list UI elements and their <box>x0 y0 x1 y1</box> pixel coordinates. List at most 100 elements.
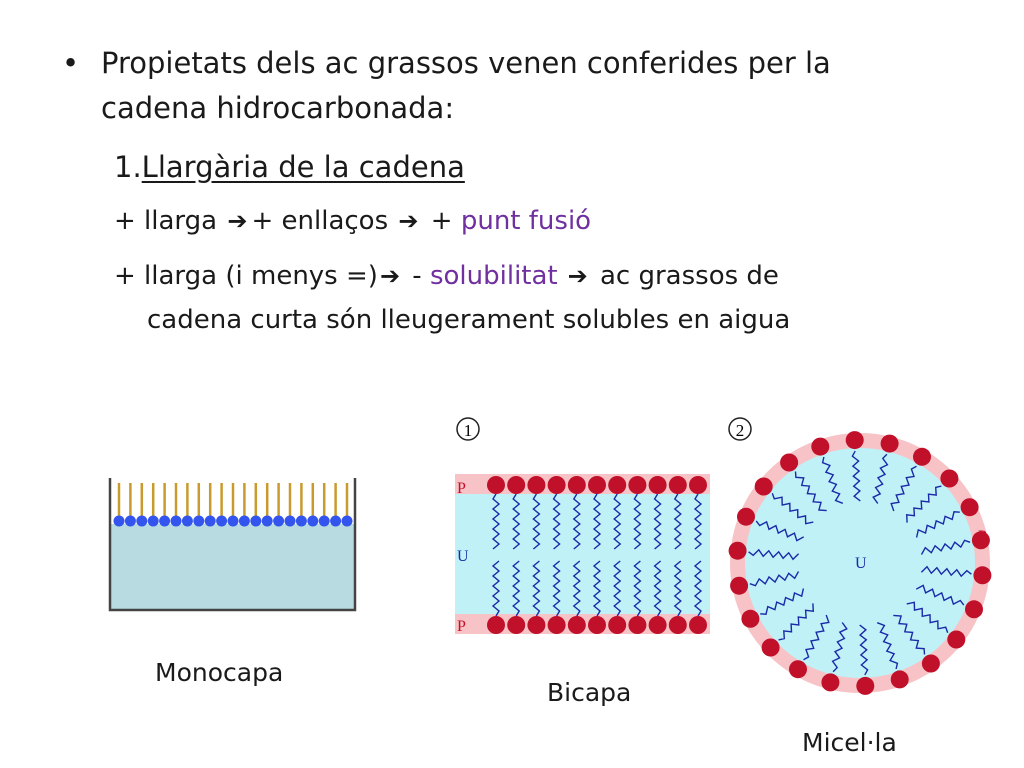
monolayer-head <box>295 515 307 527</box>
monolayer-head <box>193 515 205 527</box>
micelle-tail <box>803 614 830 661</box>
monolayer-head <box>216 515 228 527</box>
bicapa-number-circle <box>456 417 480 441</box>
bilayer-head <box>567 616 586 634</box>
micelle-head <box>913 447 931 466</box>
micella-number: 2 <box>736 421 745 440</box>
monolayer-head <box>204 515 216 527</box>
bilayer-tail <box>512 560 521 617</box>
monolayer-head <box>147 515 159 527</box>
bicapa-number: 1 <box>464 421 473 440</box>
bilayer-tail <box>532 560 541 617</box>
bullet-text-line1: Propietats dels ac grassos venen conferi… <box>101 46 831 80</box>
monolayer-head <box>261 515 273 527</box>
micelle-heads <box>728 431 992 695</box>
bilayer-head <box>628 616 647 634</box>
micelle-head <box>811 437 830 456</box>
bilayer-tail <box>653 493 662 550</box>
solubility-line: + llarga (i menys =)➔ - solubilitat➔ ac … <box>114 261 779 291</box>
bilayer-head <box>648 476 667 494</box>
arrow-right-icon: ➔ <box>227 207 248 235</box>
micelle-head <box>845 431 864 450</box>
bilayer-tail <box>512 493 521 550</box>
micelle-head <box>921 654 940 673</box>
bilayer-head <box>527 476 546 494</box>
micelle-head <box>761 638 780 657</box>
line2-part2: + enllaços <box>251 206 397 236</box>
micelle-head <box>741 609 760 628</box>
monolayer-head <box>124 515 136 527</box>
micelle-head <box>856 676 875 695</box>
bilayer-tail <box>572 493 581 550</box>
bilayer-tail <box>552 560 561 617</box>
monolayer-head <box>341 515 353 527</box>
bilayer-head <box>487 476 505 494</box>
micelle-tail <box>905 485 942 523</box>
micelle-head <box>821 673 840 692</box>
micelle-tail <box>755 520 805 542</box>
bilayer-head <box>689 476 707 494</box>
bilayer-head <box>628 476 647 494</box>
micelle-head <box>973 566 992 585</box>
monolayer-heads <box>113 515 353 527</box>
water-surface <box>110 524 355 610</box>
micelle-tail <box>915 584 965 606</box>
nonpolar-region <box>455 494 710 614</box>
monocapa-diagram <box>108 478 357 612</box>
bilayer-tail <box>491 560 501 617</box>
micelle-head <box>940 469 959 488</box>
bilayer-heads <box>487 476 707 634</box>
micelle-head <box>960 498 979 517</box>
micelle-tail <box>851 450 861 502</box>
arrow-right-icon: ➔ <box>398 207 419 235</box>
monolayer-head <box>227 515 239 527</box>
micella-diagram: 2 U P <box>728 417 992 695</box>
bilayer-tail <box>532 493 541 550</box>
bicapa-diagram: 1 P U P <box>455 417 710 635</box>
micelle-head <box>728 541 747 560</box>
micelle-tail <box>872 453 889 504</box>
micelle-tail <box>821 456 844 504</box>
bilayer-tails <box>491 493 703 617</box>
bilayer-head <box>487 616 505 634</box>
micelle-tail <box>771 493 814 525</box>
micelle-head <box>890 670 909 689</box>
melting-point-line: + llarga ➔+ enllaços ➔ + punt fusió <box>114 206 591 236</box>
bilayer-head <box>668 476 687 494</box>
micelle-tail <box>760 588 805 615</box>
bilayer-tail <box>633 493 642 550</box>
micella-label-u: U <box>855 555 867 572</box>
micelle-head <box>880 434 899 453</box>
monolayer-head <box>250 515 262 527</box>
micelle-core <box>745 448 975 678</box>
solubility-line-cont: cadena curta són lleugerament solubles e… <box>147 305 791 335</box>
bilayer-tail <box>693 560 703 617</box>
micelle-tail <box>748 548 800 561</box>
bilayer-head <box>547 616 566 634</box>
bicapa-label-p-top: P <box>457 480 466 497</box>
bilayer-tail <box>572 560 581 617</box>
monolayer-tails <box>117 483 349 518</box>
micella-caption: Micel·la <box>802 728 897 757</box>
bilayer-head <box>527 616 546 634</box>
line3-part1: + llarga (i menys =) <box>114 261 378 291</box>
bilayer-head <box>608 616 627 634</box>
monolayer-head <box>181 515 193 527</box>
bilayer-head <box>668 616 687 634</box>
monolayer-head <box>284 515 296 527</box>
monolayer-head <box>136 515 148 527</box>
bilayer-head <box>567 476 586 494</box>
micelle-tail <box>794 471 827 512</box>
bilayer-head <box>588 476 606 494</box>
micelle-head <box>754 477 773 496</box>
micelle-head <box>730 576 749 595</box>
line3-part2: - <box>404 261 430 291</box>
line3-part3: ac grassos de <box>591 261 779 291</box>
micelle-head <box>971 531 990 550</box>
bilayer-tail <box>693 493 703 550</box>
micelle-tail <box>890 465 917 512</box>
micelle-tail <box>906 601 949 633</box>
line2-part1: + llarga <box>114 206 226 236</box>
monolayer-head <box>273 515 285 527</box>
